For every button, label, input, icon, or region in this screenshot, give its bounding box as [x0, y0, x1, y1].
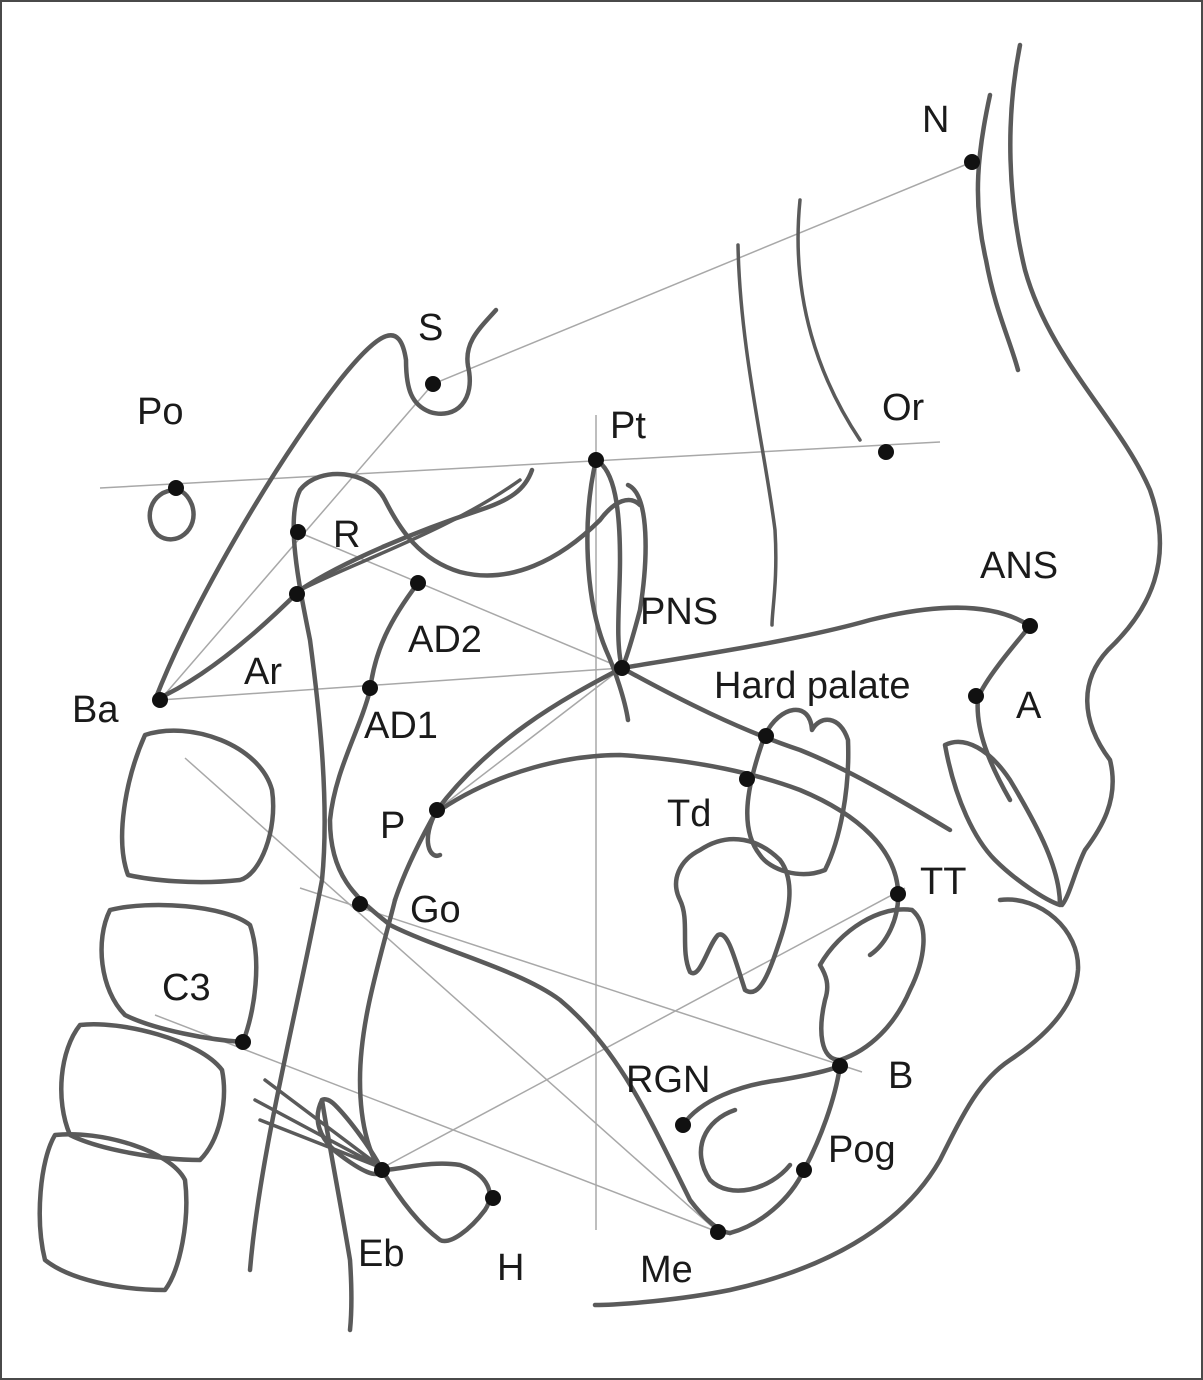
point-a: [968, 688, 984, 704]
symphysis-lingual-outline: [680, 1063, 843, 1128]
label-pns: PNS: [640, 591, 718, 633]
label-b: B: [888, 1055, 913, 1097]
anatomical-outlines: [37, 42, 1163, 1333]
cervical-oblique-line: [184, 757, 719, 1233]
label-ar: Ar: [244, 651, 282, 693]
vertebra-c2: [119, 728, 276, 885]
point-hard-palate: [758, 728, 774, 744]
point-h: [485, 1190, 501, 1206]
point-ar: [289, 586, 305, 602]
label-eb: Eb: [358, 1233, 404, 1275]
upper-molar: [745, 707, 851, 877]
point-pt: [588, 452, 604, 468]
soft-palate-outline: [425, 665, 625, 858]
point-p: [429, 802, 445, 818]
symphysis-inner-curve: [698, 1107, 793, 1193]
label-p: P: [380, 805, 405, 847]
label-pt: Pt: [610, 405, 646, 447]
point-rgn: [675, 1117, 691, 1133]
epiglottis-tongue-tip-line: [381, 887, 906, 1169]
p-pns-line: [436, 667, 623, 811]
vertebra-c4: [59, 1022, 227, 1163]
point-tt: [890, 886, 906, 902]
soft-tissue-profile-upper: [1008, 42, 1163, 908]
hard-palate-maxilla: [619, 605, 1033, 803]
label-r: R: [333, 514, 360, 556]
point-ad1: [362, 680, 378, 696]
mandibular-plane-line: [299, 887, 863, 1073]
point-me: [710, 1224, 726, 1240]
label-pog: Pog: [828, 1129, 896, 1171]
point-ad2: [410, 575, 426, 591]
label-s: S: [418, 307, 443, 349]
basion-pns-line: [159, 667, 623, 701]
vertebra-c5: [37, 1132, 189, 1293]
label-ad2: AD2: [408, 619, 482, 661]
upper-incisor: [942, 739, 1063, 908]
point-ans: [1022, 618, 1038, 634]
point-po: [168, 480, 184, 496]
hyoid-muscle-lines: [253, 1078, 384, 1170]
label-ad1: AD1: [364, 705, 438, 747]
label-ans: ANS: [980, 545, 1058, 587]
label-c3: C3: [162, 967, 211, 1009]
label-or: Or: [882, 387, 925, 429]
point-eb: [374, 1162, 390, 1178]
point-s: [425, 376, 441, 392]
point-c3: [235, 1034, 251, 1050]
c3-menton-line: [154, 1014, 719, 1233]
label-go: Go: [410, 889, 461, 931]
orbit-line-inner: [796, 198, 862, 442]
label-a: A: [1016, 685, 1042, 727]
landmark-points: [152, 154, 1038, 1240]
reference-lines: [99, 161, 973, 1233]
label-tt: TT: [920, 861, 966, 903]
sella-nasion-line: [432, 161, 973, 385]
pharyngeal-wall: [357, 897, 398, 1173]
lower-incisor: [817, 907, 926, 1063]
ramus-condyle-outline: [247, 471, 643, 1273]
pterygoid-plate-mid: [593, 457, 625, 671]
point-ba: [152, 692, 168, 708]
orbit-line-outer: [736, 243, 778, 627]
label-po: Po: [137, 391, 183, 433]
label-hard-palate: Hard palate: [714, 665, 910, 707]
oropharynx-outline: [392, 807, 440, 903]
point-n: [964, 154, 980, 170]
lower-molar: [673, 836, 792, 995]
porion-ring: [147, 487, 196, 542]
point-pog: [796, 1162, 812, 1178]
point-b: [832, 1058, 848, 1074]
pharyngeal-lower-wall: [319, 1097, 354, 1333]
chin-bony-outline: [727, 1063, 843, 1236]
basisphenoid-outline: [152, 467, 535, 703]
label-me: Me: [640, 1249, 693, 1291]
frankfort-horizontal-line: [99, 441, 941, 489]
frontal-bone-outline: [975, 92, 1021, 373]
landmark-labels: N S Po Pt Or R ANS PNS AD2 Ar Ba AD1 Har…: [72, 99, 1058, 1291]
label-n: N: [922, 99, 949, 141]
hyoid-outline: [379, 1161, 492, 1244]
point-r: [290, 524, 306, 540]
point-td: [739, 771, 755, 787]
point-go: [352, 896, 368, 912]
label-td: Td: [667, 793, 711, 835]
palate-underside: [619, 665, 953, 833]
basion-sella-line: [159, 383, 434, 701]
cranial-base-sella-outline: [152, 307, 499, 703]
pterygoid-plate-right: [619, 482, 648, 671]
soft-tissue-chin: [592, 897, 1081, 1308]
point-pns: [614, 660, 630, 676]
label-h: H: [497, 1247, 524, 1289]
mandible-lower-border: [327, 580, 733, 1236]
point-or: [878, 444, 894, 460]
sphenoid-inner-line: [298, 478, 522, 592]
label-ba: Ba: [72, 689, 119, 731]
label-rgn: RGN: [626, 1059, 710, 1101]
r-pns-line: [297, 531, 623, 669]
pterygoid-plate-left: [585, 457, 631, 723]
